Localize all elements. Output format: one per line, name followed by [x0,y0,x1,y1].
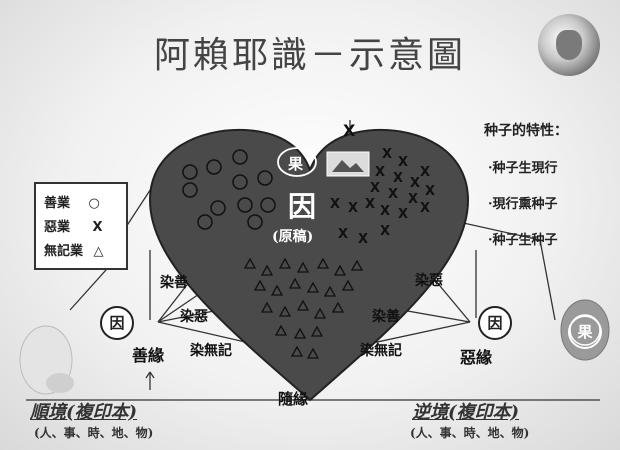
left-condition-label: 善緣 [132,346,165,365]
svg-text:X: X [375,165,385,180]
svg-text:X: X [398,207,408,222]
adverse-env-sub: (人、事、時、地、物) [410,426,530,440]
right-tag-neutral: 染無記 [360,343,402,359]
right-fruit-circle: 果 [568,315,602,349]
svg-text:X: X [370,181,380,196]
favorable-env-title: 順境(複印本) [30,402,138,423]
fruit-label: 果 [288,155,304,173]
left-tag-good: 染善 [160,275,188,291]
triangle-icon: △ [93,244,104,259]
right-condition-label: 惡緣 [460,348,493,367]
right-tag-good: 染善 [372,309,400,325]
svg-text:X: X [420,165,430,180]
legend-label: 善業 [44,196,71,211]
favorable-env-sub: (人、事、時、地、物) [34,426,154,440]
legend-item-neutral: 無記業 △ [44,240,104,259]
svg-text:X: X [380,204,390,219]
follow-condition-label: 隨緣 [278,390,309,408]
svg-text:X: X [398,155,408,170]
good-seeds [182,149,276,230]
property-item: ·种子生种子 [488,233,558,248]
legend-item-good: 善業 ○ [44,192,100,211]
circle-icon: ○ [88,196,100,211]
right-cause-circle: 因 [478,306,512,340]
svg-text:X: X [388,187,398,202]
legend-box: 善業 ○ 惡業 X 無記業 △ [34,182,128,270]
property-item: ·种子生現行 [488,161,558,176]
left-tag-neutral: 染無記 [190,343,232,359]
svg-text:X: X [358,232,368,247]
right-tag-bad: 染惡 [415,273,443,289]
logo-image [538,14,600,76]
heart-shape [148,128,470,402]
svg-text:X: X [348,201,358,216]
legend-label: 惡業 [44,220,71,235]
svg-text:X: X [425,184,435,199]
svg-text:X: X [408,192,418,207]
legend-label: 無記業 [44,244,84,259]
svg-text:X: X [393,171,403,186]
svg-text:X: X [365,197,375,212]
adverse-env-title: 逆境(複印本) [412,402,520,423]
svg-text:X: X [330,197,340,212]
x-icon: X [92,220,103,235]
page-title: 阿賴耶識－示意圖 [153,35,466,76]
cause-center-label: 因 [288,190,317,223]
svg-text:X: X [338,227,348,242]
neutral-seeds [243,257,364,359]
svg-text:X: X [410,176,420,191]
left-tag-bad: 染惡 [180,309,208,325]
property-item: ·現行熏种子 [488,197,558,212]
legend-item-bad: 惡業 X [44,216,103,235]
svg-text:X: X [380,224,390,239]
cause-center-sub: (原稿) [272,229,314,245]
properties-title: 种子的特性： [484,123,568,139]
left-cause-circle: 因 [100,306,134,340]
heart-top-x: X [343,121,356,140]
svg-text:X: X [420,201,430,216]
svg-text:X: X [382,147,392,162]
